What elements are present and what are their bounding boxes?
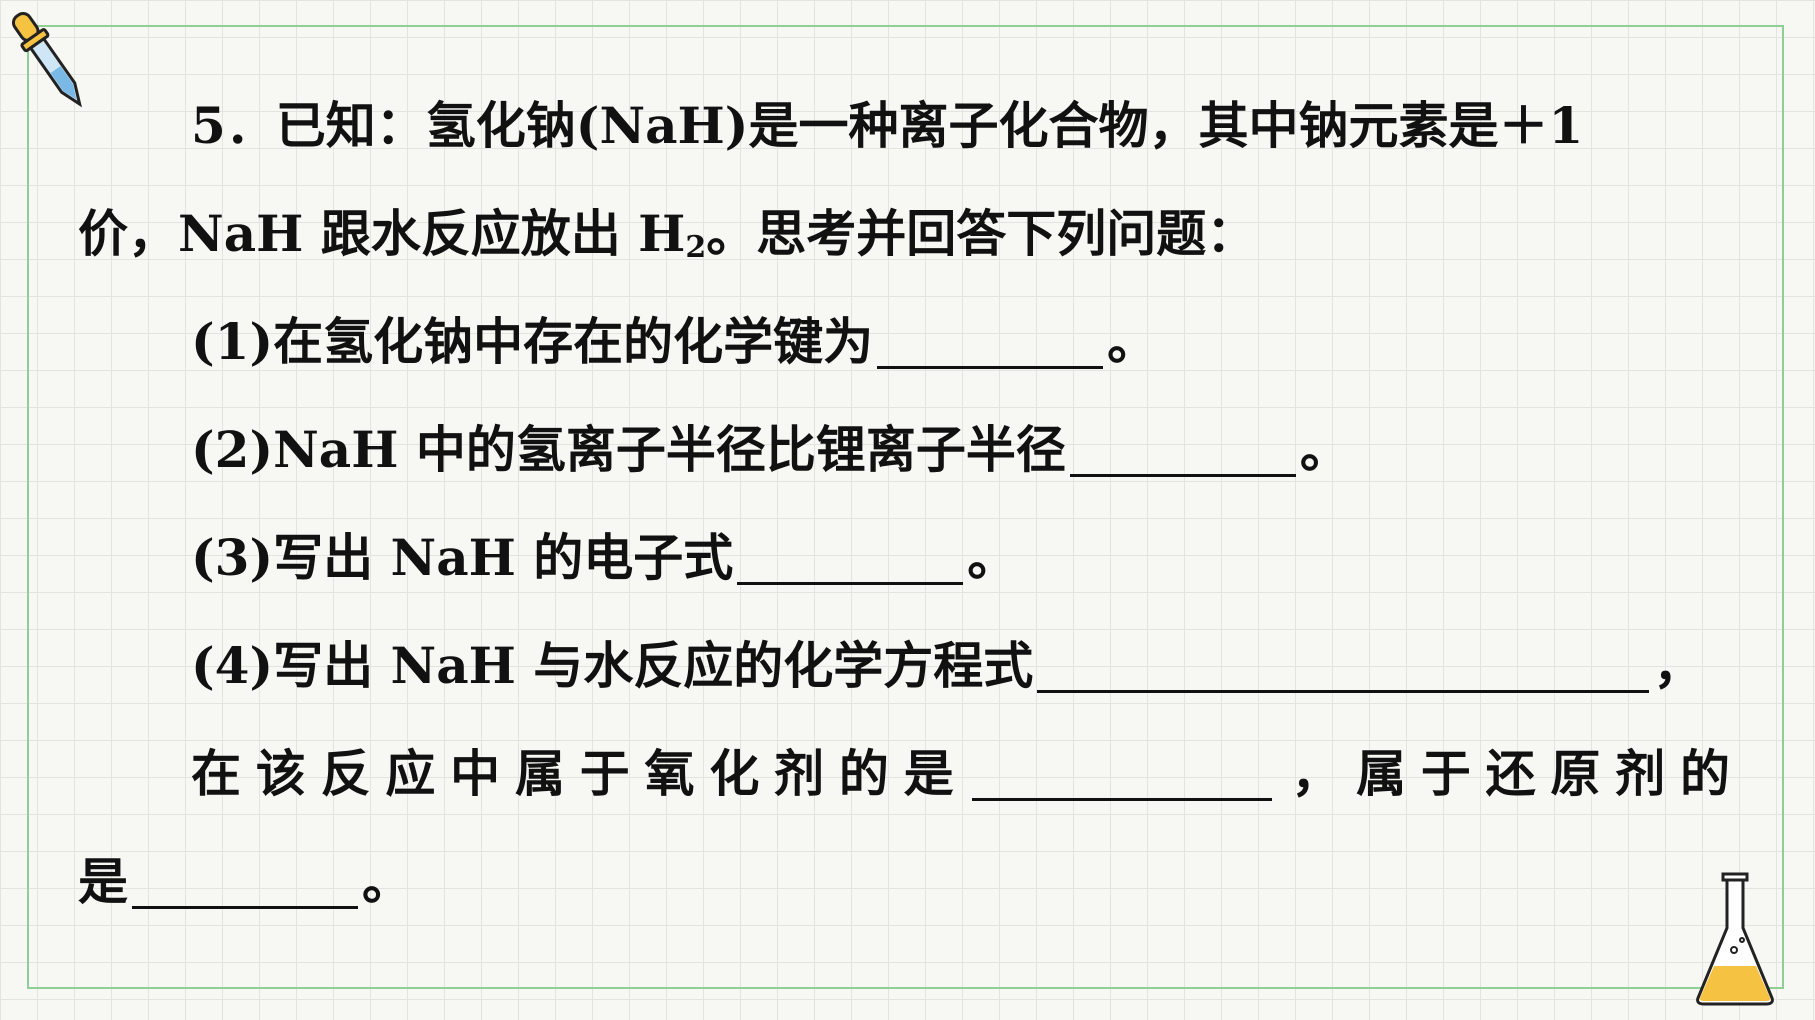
answer-blank-oxidant[interactable] [972,750,1273,801]
sub-question-4: (4)写出 NaH 与水反应的化学方程式， [191,636,1704,695]
sub-question-4-oxidant: 在该反应中属于氧化剂的是，属于还原剂的 [191,744,1731,803]
page-frame [27,25,1784,989]
answer-blank-1[interactable] [877,318,1104,369]
answer-blank-4[interactable] [1037,642,1650,693]
question-line-2: 价，NaH 跟水反应放出 H2。思考并回答下列问题： [78,204,1257,265]
sub-question-1: (1)在氢化钠中存在的化学键为。 [191,312,1158,371]
dropper-icon [11,12,82,108]
question-line-1: 5．已知：氢化钠(NaH)是一种离子化合物，其中钠元素是＋1 [191,96,1584,155]
question-content: 5．已知：氢化钠(NaH)是一种离子化合物，其中钠元素是＋1 价，NaH 跟水反… [78,72,1730,936]
sub-question-2: (2)NaH 中的氢离子半径比锂离子半径。 [191,420,1350,479]
answer-blank-2[interactable] [1069,426,1296,477]
flask-icon [1696,872,1774,1006]
subscript: 2 [685,230,707,265]
sub-question-4-reductant: 是。 [78,852,412,911]
sub-question-3: (3)写出 NaH 的电子式。 [191,528,1018,587]
answer-blank-reductant[interactable] [132,858,358,909]
answer-blank-3[interactable] [737,534,964,585]
